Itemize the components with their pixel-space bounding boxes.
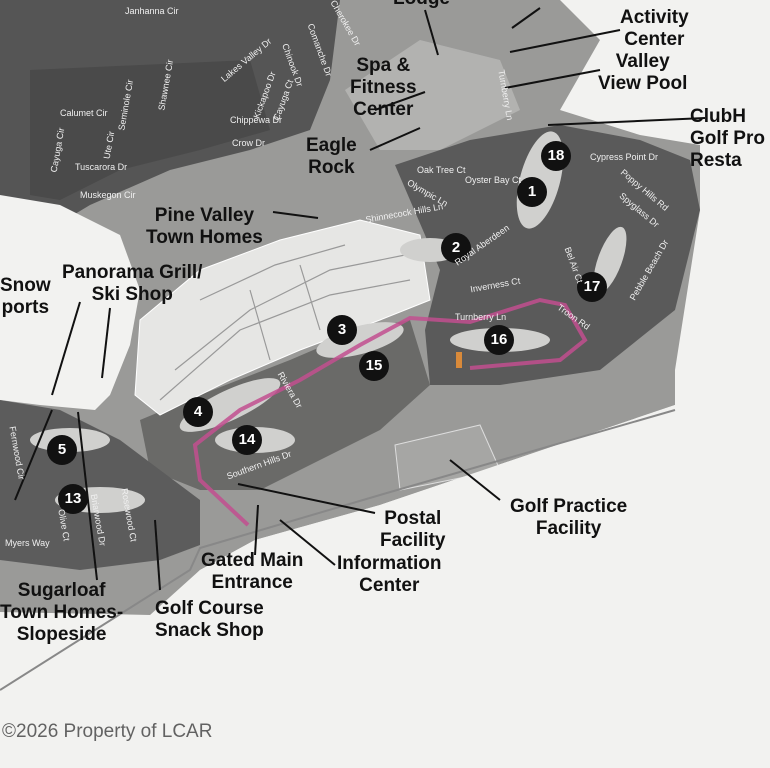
hole-marker-1: 1 xyxy=(517,177,547,207)
townhome-streets xyxy=(159,244,411,401)
hole-marker-14: 14 xyxy=(232,425,262,455)
hole-marker-18: 18 xyxy=(541,141,571,171)
label-lodge: Lodge xyxy=(393,0,450,10)
pine-valley-townhomes xyxy=(134,219,431,416)
street-turnberry: Turnberry Ln xyxy=(455,312,507,322)
hole-marker-5: 5 xyxy=(47,435,77,465)
label-sugarloaf: Sugarloaf Town Homes- Slopeside xyxy=(0,580,124,645)
label-information-center: Information Center xyxy=(337,553,442,596)
street-oak-tree: Oak Tree Ct xyxy=(417,165,466,175)
label-clubhouse: ClubH Golf Pro Resta xyxy=(690,106,765,171)
street-chippewa: Chippewa Dr xyxy=(230,115,283,125)
label-postal: Postal Facility xyxy=(380,508,446,551)
street-muskegon: Muskegon Cir xyxy=(80,190,136,200)
hole-marker-2: 2 xyxy=(441,233,471,263)
street-cypress: Cypress Point Dr xyxy=(590,152,659,162)
hole-marker-3: 3 xyxy=(327,315,357,345)
lowland xyxy=(0,380,770,768)
label-valley-view-pool: Valley View Pool xyxy=(598,51,688,94)
street-crow: Crow Dr xyxy=(232,138,265,148)
valley-light xyxy=(345,40,520,150)
label-pine-valley: Pine Valley Town Homes xyxy=(146,205,263,248)
golf-south xyxy=(140,320,430,490)
street-tuscarora: Tuscarora Dr xyxy=(75,162,128,172)
label-spa-fitness: Spa & Fitness Center xyxy=(350,55,417,120)
property-marker xyxy=(456,352,462,368)
residential-north-inner xyxy=(30,60,270,200)
hole-marker-4: 4 xyxy=(183,397,213,427)
label-golf-practice: Golf Practice Facility xyxy=(510,496,628,539)
copyright-watermark: ©2026 Property of LCAR xyxy=(2,721,213,742)
label-panorama-grill: Panorama Grill/ Ski Shop xyxy=(62,262,203,305)
highlighted-route xyxy=(192,297,588,527)
label-golf-snack: Golf Course Snack Shop xyxy=(155,598,264,641)
hole-marker-16: 16 xyxy=(484,325,514,355)
label-gated-entrance: Gated Main Entrance xyxy=(201,550,304,593)
highway xyxy=(0,409,676,691)
hole-marker-13: 13 xyxy=(58,484,88,514)
street-janhanna: Janhanna Cir xyxy=(125,6,179,16)
label-snow-sports: Snow ports xyxy=(0,275,51,318)
street-myers: Myers Way xyxy=(5,538,50,548)
street-calumet: Calumet Cir xyxy=(60,108,108,118)
street-oyster-bay: Oyster Bay Ct xyxy=(465,175,522,185)
label-activity-center: Activity Center xyxy=(620,7,689,50)
hole-marker-17: 17 xyxy=(577,272,607,302)
label-eagle-rock: Eagle Rock xyxy=(306,135,357,178)
hole-marker-15: 15 xyxy=(359,351,389,381)
